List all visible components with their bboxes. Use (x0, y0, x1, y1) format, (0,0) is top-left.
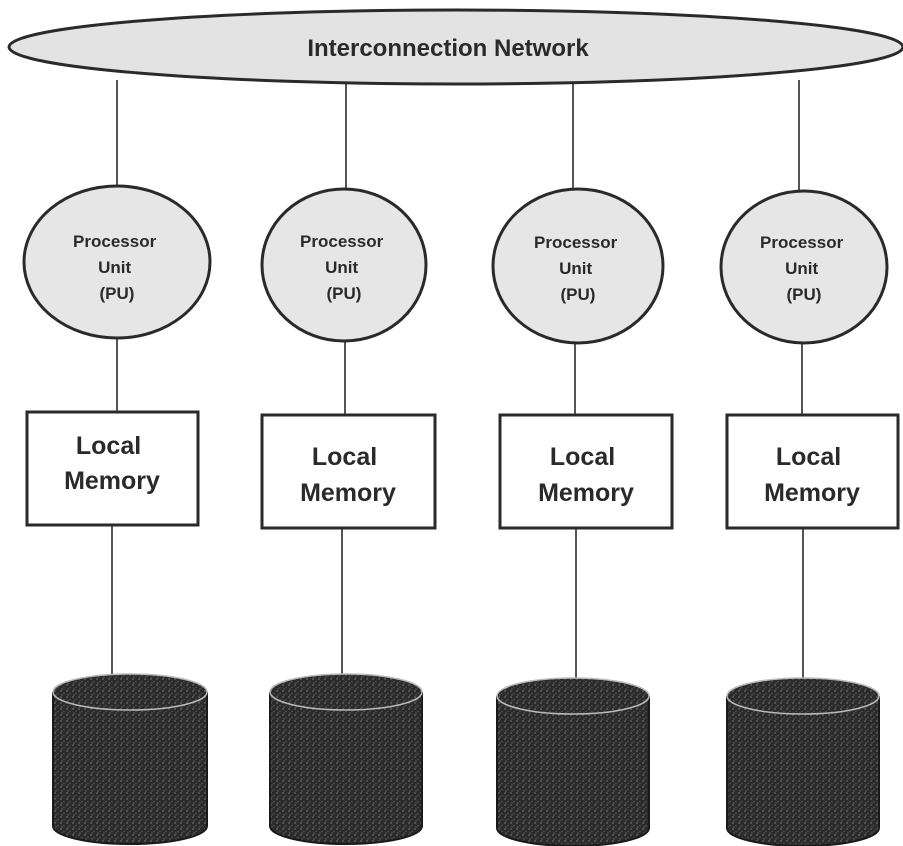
memory-label-line-1: Local (550, 443, 615, 471)
processor-label-line-2: Unit (785, 259, 818, 278)
local-memory-3: Local Memory (498, 413, 674, 530)
disk-drive-3 (496, 677, 650, 846)
processor-unit-1: Processor Unit (PU) (22, 184, 212, 340)
processor-label-line-2: Unit (325, 258, 358, 277)
processor-label: Processor Unit (PU) (534, 233, 622, 304)
processor-label: Processor Unit (PU) (760, 233, 848, 304)
processor-label-line-3: (PU) (100, 284, 135, 303)
processor-label: Processor Unit (PU) (73, 232, 161, 303)
memory-label-line-2: Memory (538, 479, 634, 507)
disk-top (726, 677, 880, 715)
connector-lines (111, 80, 804, 680)
processor-unit-3: Processor Unit (PU) (491, 187, 665, 345)
memory-label-line-2: Memory (764, 479, 860, 507)
network-label: Interconnection Network (307, 35, 589, 62)
processor-ellipse (260, 187, 428, 343)
processor-label-line-2: Unit (559, 259, 592, 278)
disk-drive-4 (726, 677, 880, 846)
memory-box (725, 413, 900, 530)
memory-label: Local Memory (64, 432, 160, 495)
processor-label-line-3: (PU) (327, 284, 362, 303)
processor-unit-2: Processor Unit (PU) (260, 187, 428, 343)
processor-label-line-1: Processor (534, 233, 618, 252)
processor-label-line-2: Unit (98, 258, 131, 277)
processor-label-line-3: (PU) (787, 285, 822, 304)
disk-drive-1 (52, 673, 208, 845)
memory-label-line-1: Local (776, 443, 841, 471)
memory-label: Local Memory (300, 443, 396, 507)
processor-label-line-1: Processor (760, 233, 844, 252)
interconnection-network: Interconnection Network (7, 8, 903, 86)
network-ellipse (7, 8, 903, 86)
processor-unit-4: Processor Unit (PU) (719, 189, 889, 345)
processor-label-line-1: Processor (300, 232, 384, 251)
processor-ellipse (491, 187, 665, 345)
processor-ellipse (719, 189, 889, 345)
memory-label-line-2: Memory (64, 467, 160, 495)
local-memory-1: Local Memory (25, 410, 200, 527)
memory-label: Local Memory (764, 443, 860, 507)
disk-top (269, 673, 423, 711)
processor-ellipse (22, 184, 212, 340)
memory-label-line-1: Local (76, 432, 141, 460)
memory-box (260, 413, 437, 530)
disk-body (52, 692, 208, 845)
local-memory-4: Local Memory (725, 413, 900, 530)
disk-body (726, 696, 880, 846)
local-memory-2: Local Memory (260, 413, 437, 530)
disk-body (496, 696, 650, 846)
disk-drive-2 (269, 673, 423, 845)
processor-label-line-3: (PU) (561, 285, 596, 304)
disk-body (269, 692, 423, 845)
disk-top (496, 677, 650, 715)
memory-box (498, 413, 674, 530)
memory-label-line-2: Memory (300, 479, 396, 507)
disk-top (52, 673, 208, 711)
memory-box (25, 410, 200, 527)
processor-label-line-1: Processor (73, 232, 157, 251)
memory-label: Local Memory (538, 443, 634, 507)
processor-label: Processor Unit (PU) (300, 232, 388, 303)
memory-label-line-1: Local (312, 443, 377, 471)
